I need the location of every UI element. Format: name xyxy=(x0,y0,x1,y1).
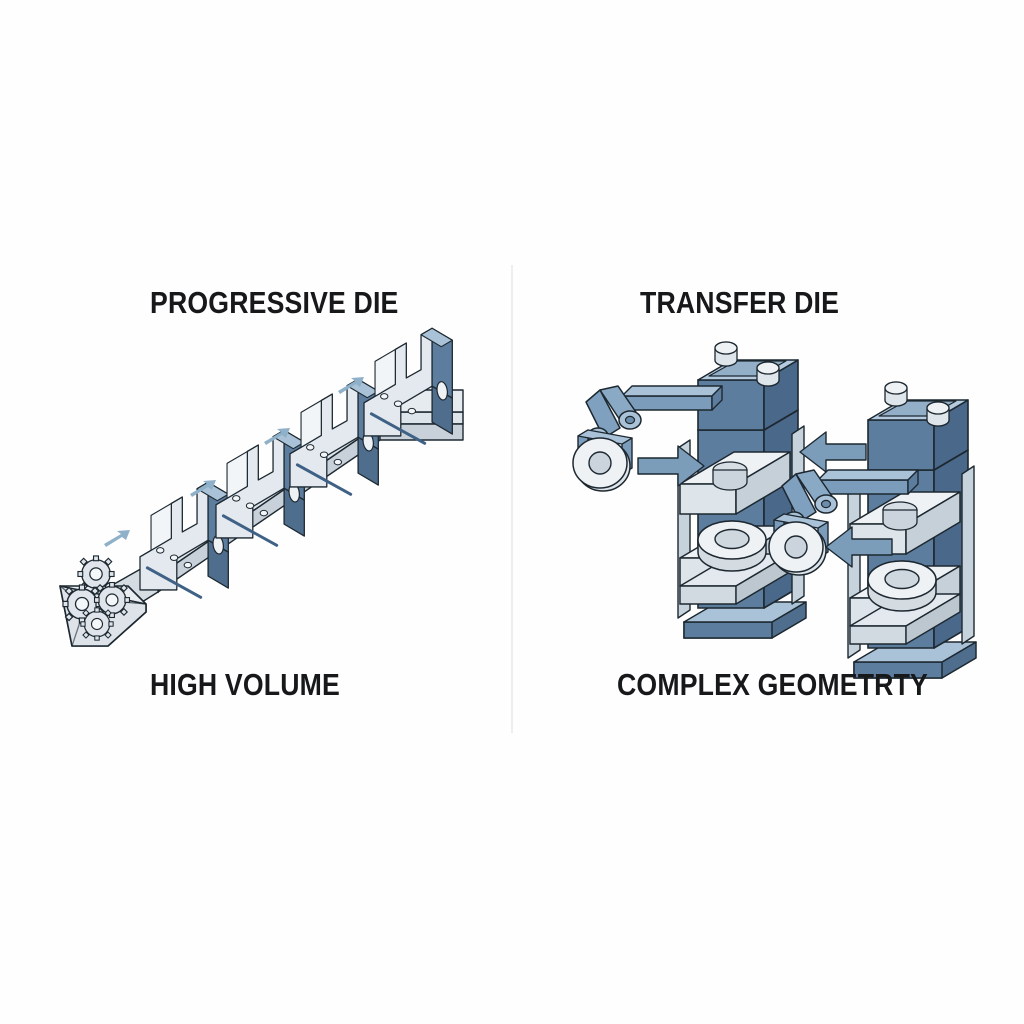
transfer-arrow-to-press-2 xyxy=(799,431,867,473)
transfer-press-2 xyxy=(847,381,977,679)
progressive-die-footer: HIGH VOLUME xyxy=(150,667,341,702)
progressive-die-title: PROGRESSIVE DIE xyxy=(150,285,399,320)
transfer-die-title: TRANSFER DIE xyxy=(640,285,840,320)
panel-divider xyxy=(511,265,513,733)
transfer-die-footer: COMPLEX GEOMETRTY xyxy=(617,667,929,702)
